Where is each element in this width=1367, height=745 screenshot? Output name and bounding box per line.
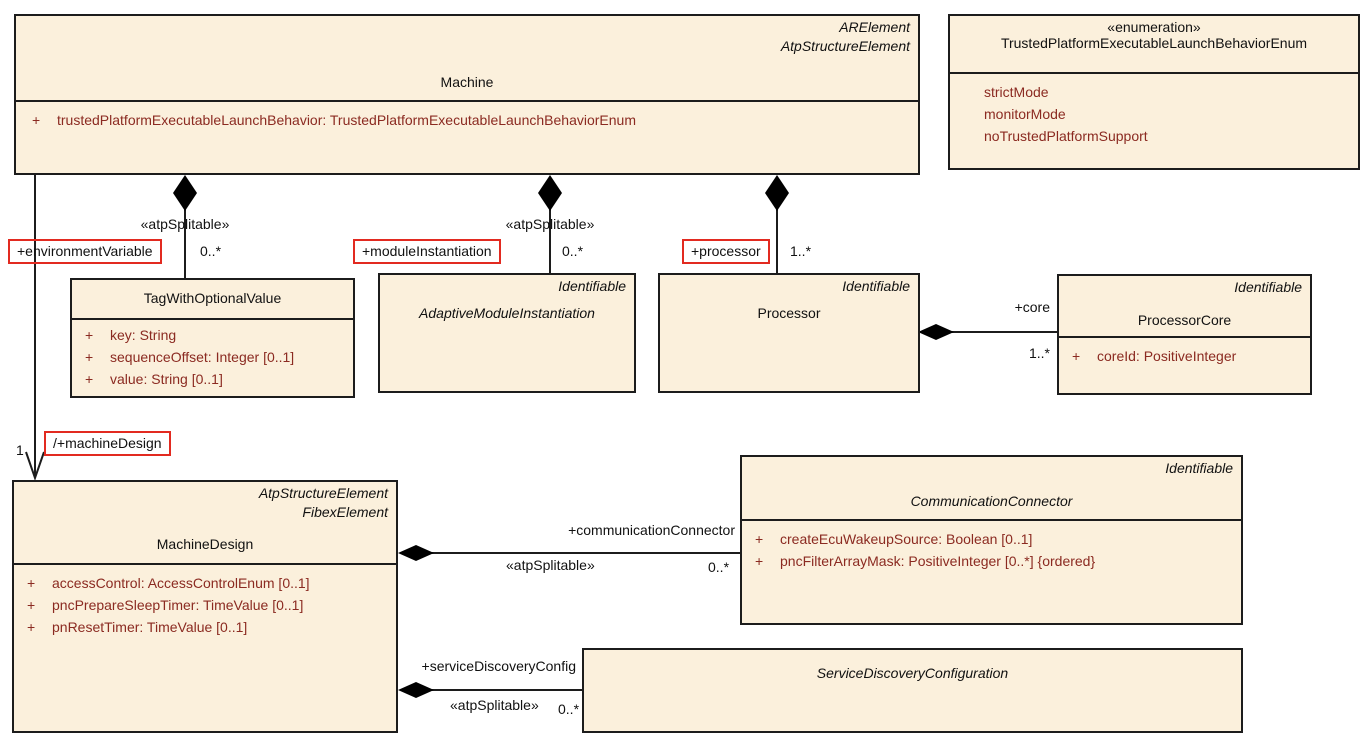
composition-core	[918, 324, 1057, 340]
composition-processor	[765, 175, 789, 275]
class-processor-core: Identifiable ProcessorCore + coreId: Pos…	[1057, 274, 1312, 395]
composition-diamond-icon	[765, 175, 789, 211]
assoc-role-service-discovery-config: +serviceDiscoveryConfig	[421, 658, 576, 674]
attribute-compartment: + accessControl: AccessControlEnum [0..1…	[14, 565, 396, 638]
assoc-multiplicity-communication-connector: 0..*	[708, 559, 730, 575]
stereotype: AtpStructureElement	[780, 38, 910, 54]
attribute: + pncFilterArrayMask: PositiveInteger [0…	[755, 553, 1096, 569]
attribute: + coreId: PositiveInteger	[1072, 348, 1237, 364]
attribute: + pncPrepareSleepTimer: TimeValue [0..1]	[27, 597, 304, 613]
composition-environment-variable	[173, 175, 197, 280]
class-tag-with-optional-value: TagWithOptionalValue + key: String + seq…	[70, 278, 355, 398]
assoc-role-processor-highlight: +processor	[682, 239, 770, 264]
class-name: MachineDesign	[156, 536, 254, 552]
class-adaptive-module-instantiation: Identifiable AdaptiveModuleInstantiation	[378, 273, 636, 393]
assoc-role-environment-variable-highlight: +environmentVariable	[8, 239, 162, 264]
composition-diamond-icon	[398, 682, 434, 698]
assoc-role-machine-design-highlight: /+machineDesign	[44, 431, 171, 456]
assoc-stereotype-module-instantiation: «atpSplitable»	[505, 216, 595, 232]
class-name: TrustedPlatformExecutableLaunchBehaviorE…	[1000, 35, 1308, 51]
stereotype-list: Identifiable	[842, 277, 910, 296]
attribute: + value: String [0..1]	[85, 371, 223, 387]
enum-literal: strictMode	[984, 84, 1049, 100]
stereotype: Identifiable	[842, 278, 910, 294]
class-name: AdaptiveModuleInstantiation	[419, 305, 595, 321]
class-name: Machine	[440, 74, 494, 90]
stereotype-list: Identifiable	[1234, 278, 1302, 297]
assoc-role-communication-connector: +communicationConnector	[568, 522, 735, 538]
composition-diamond-icon	[173, 175, 197, 211]
composition-diamond-icon	[918, 324, 954, 340]
class-machine: ARElement AtpStructureElement Machine + …	[14, 14, 920, 175]
stereotype: FibexElement	[302, 504, 388, 520]
assoc-multiplicity-processor: 1..*	[790, 243, 812, 259]
attribute: + accessControl: AccessControlEnum [0..1…	[27, 575, 310, 591]
attribute-compartment: + key: String + sequenceOffset: Integer …	[72, 320, 353, 390]
stereotype: Identifiable	[558, 278, 626, 294]
assoc-multiplicity-environment-variable: 0..*	[200, 243, 222, 259]
attribute: + sequenceOffset: Integer [0..1]	[85, 349, 295, 365]
class-name: TagWithOptionalValue	[143, 290, 282, 306]
open-arrowhead-icon	[25, 451, 45, 482]
assoc-role-core: +core	[1014, 299, 1050, 315]
stereotype: Identifiable	[1165, 460, 1233, 476]
assoc-stereotype-environment-variable: «atpSplitable»	[140, 216, 230, 232]
enum-literal: monitorMode	[984, 106, 1066, 122]
composition-diamond-icon	[538, 175, 562, 211]
assoc-multiplicity-module-instantiation: 0..*	[562, 243, 584, 259]
class-processor: Identifiable Processor	[658, 273, 920, 393]
composition-communication-connector	[398, 545, 740, 561]
class-name: ServiceDiscoveryConfiguration	[816, 665, 1009, 681]
association-machine-design	[25, 175, 45, 482]
stereotype-list: Identifiable	[558, 277, 626, 296]
stereotype: AtpStructureElement	[258, 485, 388, 501]
attribute-compartment: + coreId: PositiveInteger	[1059, 338, 1310, 367]
stereotype-list: Identifiable	[1165, 459, 1233, 478]
attribute-compartment: + createEcuWakeupSource: Boolean [0..1] …	[742, 521, 1241, 572]
assoc-role-module-instantiation-highlight: +moduleInstantiation	[353, 239, 501, 264]
assoc-stereotype-service-discovery-config: «atpSplitable»	[450, 697, 539, 713]
enum-literal: noTrustedPlatformSupport	[984, 128, 1148, 144]
stereotype-list: AtpStructureElement FibexElement	[259, 484, 388, 522]
attribute: + trustedPlatformExecutableLaunchBehavio…	[32, 112, 636, 128]
assoc-multiplicity-machine-design: 1	[16, 442, 24, 458]
class-communication-connector: Identifiable CommunicationConnector + cr…	[740, 455, 1243, 625]
attribute: + key: String	[85, 327, 177, 343]
class-name: Processor	[757, 305, 821, 321]
composition-diamond-icon	[398, 545, 434, 561]
class-service-discovery-configuration: ServiceDiscoveryConfiguration	[582, 648, 1243, 733]
enumeration-stereotype: «enumeration»	[1107, 19, 1201, 35]
attribute-compartment: + trustedPlatformExecutableLaunchBehavio…	[16, 102, 918, 131]
class-name: CommunicationConnector	[910, 493, 1073, 509]
assoc-multiplicity-service-discovery-config: 0..*	[558, 701, 580, 717]
class-name: ProcessorCore	[1137, 312, 1232, 328]
composition-service-discovery	[398, 682, 582, 698]
class-launch-behavior-enum: «enumeration» TrustedPlatformExecutableL…	[948, 14, 1360, 170]
stereotype: ARElement	[839, 19, 910, 35]
attribute: + createEcuWakeupSource: Boolean [0..1]	[755, 531, 1033, 547]
stereotype: Identifiable	[1234, 279, 1302, 295]
composition-module-instantiation	[538, 175, 562, 275]
assoc-stereotype-communication-connector: «atpSplitable»	[506, 557, 595, 573]
class-machine-design: AtpStructureElement FibexElement Machine…	[12, 480, 398, 733]
assoc-multiplicity-core: 1..*	[1028, 345, 1050, 361]
stereotype-list: ARElement AtpStructureElement	[781, 18, 910, 56]
literal-compartment: strictMode monitorMode noTrustedPlatform…	[950, 74, 1358, 147]
attribute: + pnResetTimer: TimeValue [0..1]	[27, 619, 248, 635]
